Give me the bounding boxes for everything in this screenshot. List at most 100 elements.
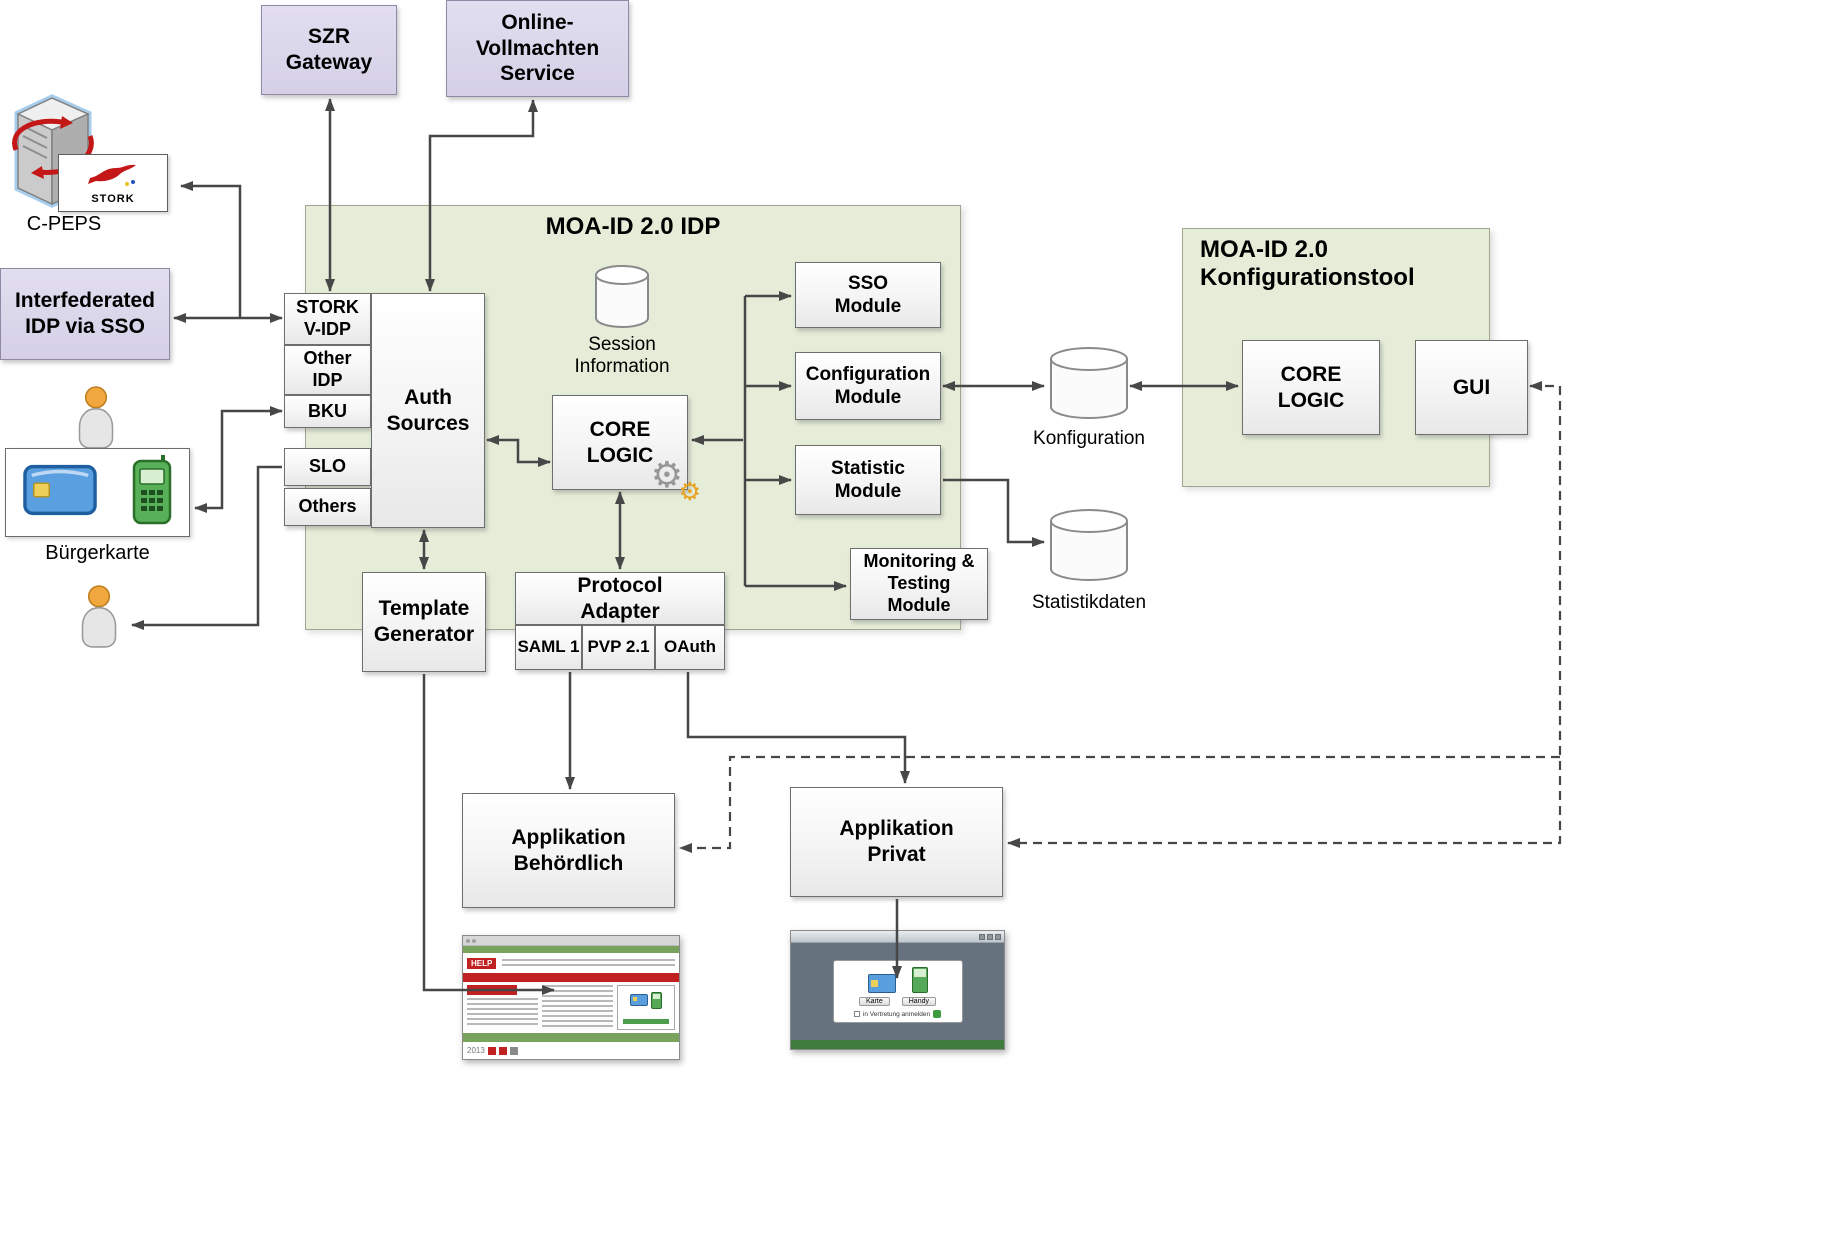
konfigurationstool-title: MOA-ID 2.0 Konfigurationstool <box>1200 236 1415 291</box>
statistikdaten-cylinder <box>1050 509 1128 581</box>
szr-gateway-label: SZR Gateway <box>285 25 373 74</box>
idp-container-title: MOA-ID 2.0 IDP <box>545 213 721 240</box>
stork-vidp-label: STORK V-IDP <box>296 297 359 339</box>
online-vollmachten-service-label: Online- Vollmachten Service <box>475 11 600 86</box>
portal-square <box>509 1046 518 1055</box>
help-logo: HELP <box>467 957 497 969</box>
browser-button <box>472 938 476 943</box>
login-dialog: Karte Handy in Vertretung anmelden <box>832 960 963 1023</box>
saml1-cell: SAML 1 <box>515 625 582 670</box>
slo-node: SLO <box>284 448 371 486</box>
window-body: Karte Handy in Vertretung anmelden <box>791 943 1004 1040</box>
pvp21-label: PVP 2.1 <box>587 637 650 657</box>
applikation-behoerdlich-label: Applikation Behördlich <box>511 825 626 875</box>
applikation-privat-label: Applikation Privat <box>839 817 954 866</box>
applikation-behoerdlich-node: Applikation Behördlich <box>462 793 675 908</box>
window-button <box>979 933 985 940</box>
cpeps-label: C-PEPS <box>26 213 102 235</box>
login-checkbox-row: in Vertretung anmelden <box>853 1010 942 1018</box>
portal-footer-bar <box>463 1033 679 1042</box>
template-generator-label: Template Generator <box>373 597 475 646</box>
core-logic-label: CORE LOGIC <box>586 417 654 467</box>
gui-label: GUI <box>1452 375 1491 399</box>
oauth-label: OAuth <box>664 637 716 657</box>
auth-sources-label: Auth Sources <box>386 385 470 435</box>
core-logic-node: CORE LOGIC ⚙ ⚙ <box>552 395 701 505</box>
auth-sources-node: Auth Sources <box>371 293 485 528</box>
handy-button: Handy <box>901 997 936 1006</box>
statistic-module-node: Statistic Module <box>795 445 941 515</box>
widget-button-bar <box>622 1018 670 1024</box>
buergerkarte-box <box>5 448 190 537</box>
protocol-adapter-label: Protocol Adapter <box>577 573 663 623</box>
mini-phone-icon <box>651 991 662 1009</box>
protocol-adapter-node: Protocol Adapter <box>515 572 725 625</box>
portal-square <box>487 1046 496 1055</box>
portal-content <box>463 982 679 1033</box>
cpeps-server-icon <box>10 92 94 213</box>
monitoring-testing-module-label: Monitoring & Testing Module <box>863 551 975 615</box>
konfiguration-label: Konfiguration <box>1033 428 1145 449</box>
configuration-module-node: Configuration Module <box>795 352 941 420</box>
portal-masthead: HELP <box>463 953 679 973</box>
portal-column <box>542 985 613 1030</box>
slo-label: SLO <box>308 456 346 477</box>
mini-phone-icon <box>911 967 928 993</box>
arrow-bku-buergerkarte <box>194 406 283 513</box>
gear-icon: ⚙ <box>650 454 683 495</box>
applikation-privat-node: Applikation Privat <box>790 787 1003 897</box>
window-button <box>995 933 1001 940</box>
window-title-bar <box>791 931 1004 943</box>
session-information-cylinder <box>595 265 649 328</box>
window-button <box>987 933 993 940</box>
portal-text-lines <box>542 985 613 1027</box>
buergerkarte-label: Bürgerkarte <box>45 542 150 564</box>
mobile-phone-icon <box>132 455 172 530</box>
arrow-to-cpeps <box>180 181 242 318</box>
browser-button <box>466 938 470 943</box>
others-node: Others <box>284 488 371 526</box>
online-vollmachten-service-node: Online- Vollmachten Service <box>446 0 629 97</box>
stork-bird-icon <box>86 162 140 193</box>
login-buttons: Karte Handy <box>859 997 936 1006</box>
portal-column <box>467 985 538 1030</box>
other-idp-label: Other IDP <box>303 348 352 390</box>
window-footer-bar <box>791 1040 1004 1049</box>
login-dialog-screenshot: Karte Handy in Vertretung anmelden <box>790 930 1005 1050</box>
help-portal-screenshot: HELP 2013 <box>462 935 680 1060</box>
monitoring-testing-module-node: Monitoring & Testing Module <box>850 548 988 620</box>
citizen-person-icon <box>72 386 120 455</box>
portal-nav-bar <box>463 973 679 982</box>
gear-icon-small: ⚙ <box>678 478 701 506</box>
template-generator-node: Template Generator <box>362 572 486 672</box>
interfederated-idp-label: Interfederated IDP via SSO <box>14 289 156 338</box>
pvp21-cell: PVP 2.1 <box>582 625 655 670</box>
interfederated-idp-node: Interfederated IDP via SSO <box>0 268 170 360</box>
gui-node: GUI <box>1415 340 1528 435</box>
stork-vidp-node: STORK V-IDP <box>284 293 371 345</box>
other-idp-node: Other IDP <box>284 345 371 395</box>
portal-bottom-strip: 2013 <box>463 1042 679 1059</box>
status-green-icon <box>933 1010 942 1018</box>
oauth-cell: OAuth <box>655 625 725 670</box>
masthead-text-lines <box>502 958 675 968</box>
stork-badge-label: STORK <box>91 192 135 205</box>
szr-gateway-node: SZR Gateway <box>261 5 397 95</box>
mini-card-icon <box>867 974 896 993</box>
statistikdaten-label: Statistikdaten <box>1031 592 1147 613</box>
portal-square <box>498 1046 507 1055</box>
portal-text-lines <box>467 998 538 1026</box>
portal-top-bar <box>463 946 679 953</box>
configuration-module-label: Configuration Module <box>805 363 931 408</box>
sso-module-label: SSO Module <box>834 272 902 317</box>
checkbox-icon <box>853 1011 860 1017</box>
portal-red-teaser <box>467 985 517 995</box>
bku-node: BKU <box>284 395 371 428</box>
login-icons <box>867 967 928 993</box>
browser-chrome <box>463 936 679 946</box>
sso-module-node: SSO Module <box>795 262 941 328</box>
tool-core-logic-node: CORE LOGIC <box>1242 340 1380 435</box>
others-label: Others <box>298 496 357 517</box>
mini-card-icon <box>630 994 648 1006</box>
